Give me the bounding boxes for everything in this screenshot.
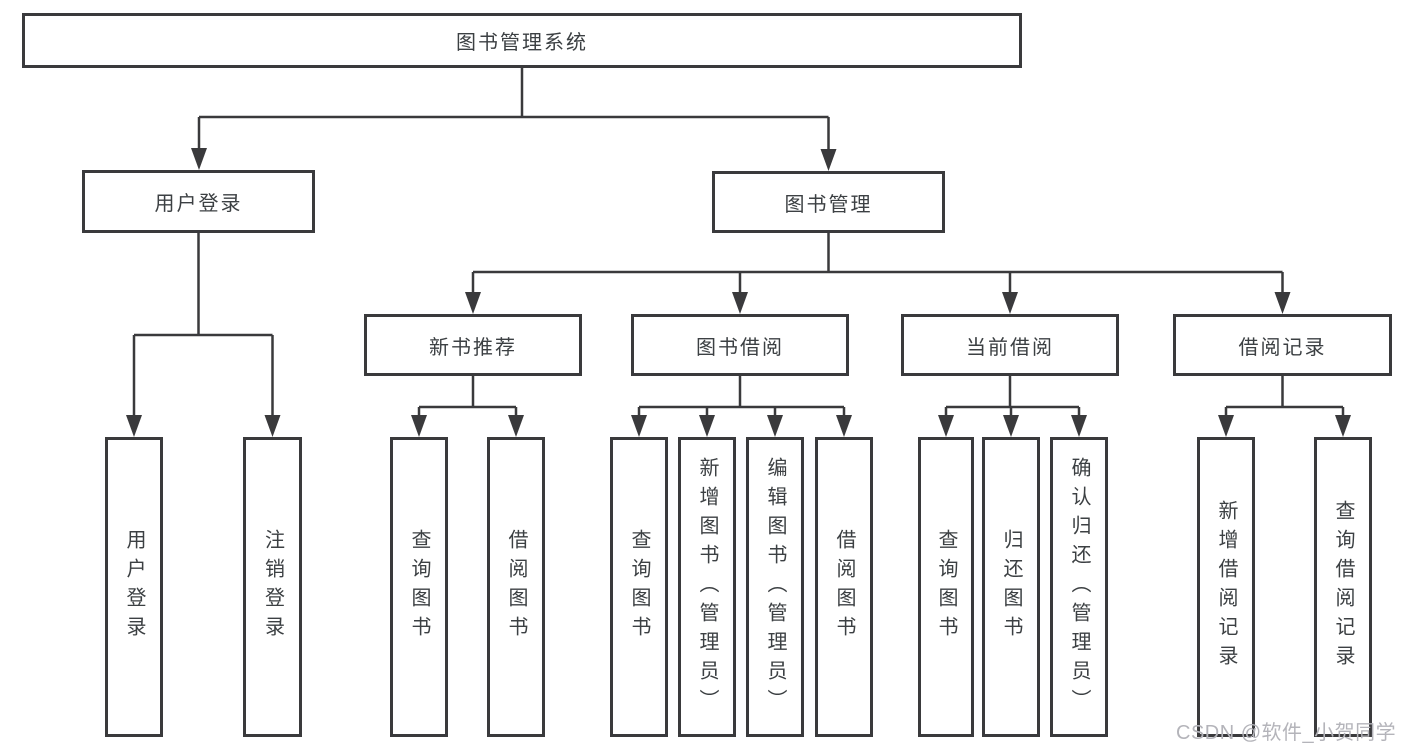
node-book-management: 图书管理: [712, 171, 945, 233]
node-leaf-logout: 注销登录: [243, 437, 302, 737]
node-leaf-confirm-return-admin: 确认归还（管理员）: [1050, 437, 1108, 737]
csdn-watermark: CSDN @软件_小贺同学: [1176, 722, 1397, 744]
node-current-borrow: 当前借阅: [901, 314, 1119, 376]
node-leaf-add-borrow-record: 新增借阅记录: [1197, 437, 1255, 737]
node-leaf-query-book-3: 查询图书: [918, 437, 974, 737]
node-borrow-record: 借阅记录: [1173, 314, 1392, 376]
connector-new-book-recommend-children: [411, 376, 524, 437]
node-leaf-query-book-2: 查询图书: [610, 437, 668, 737]
connector-book-management-children: [465, 233, 1291, 314]
node-leaf-borrow-book-2: 借阅图书: [815, 437, 873, 737]
node-leaf-user-login: 用户登录: [105, 437, 163, 737]
node-leaf-return-book: 归还图书: [982, 437, 1040, 737]
connector-book-borrow-children: [631, 376, 852, 437]
node-leaf-query-borrow-record: 查询借阅记录: [1314, 437, 1372, 737]
node-book-borrow: 图书借阅: [631, 314, 849, 376]
connector-borrow-record-children: [1218, 376, 1351, 437]
node-leaf-query-book-1: 查询图书: [390, 437, 448, 737]
connector-user-login-children: [126, 233, 281, 437]
connector-root-to-level2: [191, 68, 837, 171]
connector-current-borrow-children: [938, 376, 1087, 437]
node-root: 图书管理系统: [22, 13, 1022, 68]
node-leaf-add-book-admin: 新增图书（管理员）: [678, 437, 736, 737]
node-leaf-edit-book-admin: 编辑图书（管理员）: [746, 437, 804, 737]
node-new-book-recommend: 新书推荐: [364, 314, 582, 376]
node-user-login: 用户登录: [82, 170, 315, 233]
node-leaf-borrow-book-1: 借阅图书: [487, 437, 545, 737]
